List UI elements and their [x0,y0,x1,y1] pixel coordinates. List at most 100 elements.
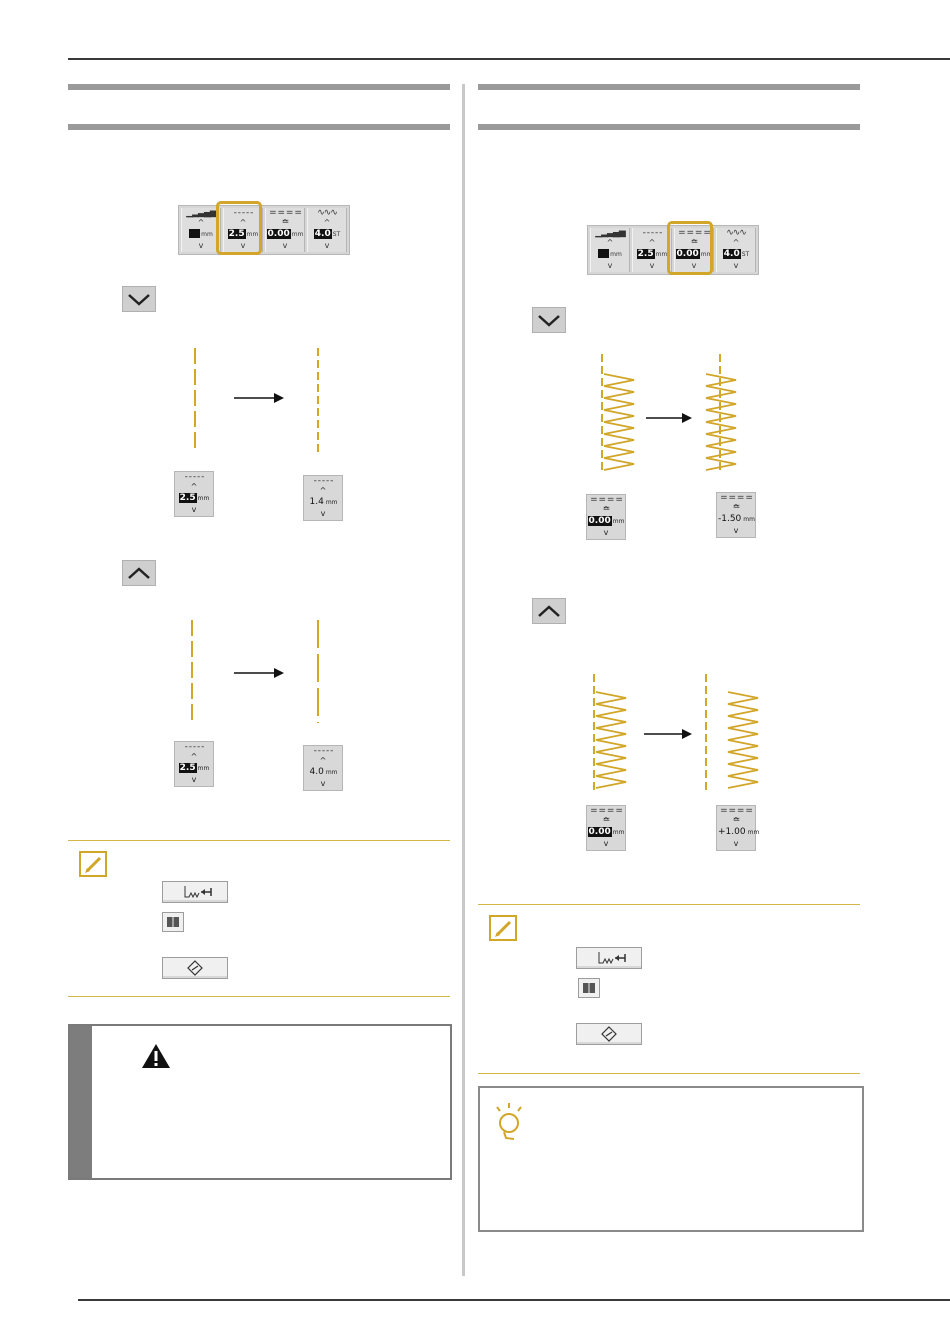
reverse-stitch-icon [598,952,626,965]
chevron-up-icon [128,567,150,579]
caution-box [68,1024,452,1180]
chevron-up-icon [538,605,560,617]
chevron-up-icon[interactable]: ^ [323,218,331,227]
length-value: 2.5 [227,229,246,239]
longer-stitch-illustration [191,620,319,723]
chevron-down-icon: v [733,526,739,535]
tension-value-right: 4.0 [722,249,741,259]
position-value: 0.00 [266,229,291,239]
note-box [478,1086,864,1232]
decrease-length-button[interactable] [122,286,156,312]
chevron-up-icon[interactable]: ^ [239,218,247,227]
reverse-stitch-key-button[interactable] [162,881,228,903]
chevron-up-icon: ^ [732,816,740,825]
chevron-down-icon[interactable]: v [607,261,613,270]
manual-book-icon [162,912,184,932]
chevron-up-icon[interactable]: ^ [648,238,656,247]
chevron-down-icon[interactable]: v [282,241,288,250]
length-highlight [216,201,262,255]
reverse-stitch-key-button-right[interactable] [576,947,642,969]
chevron-up-icon: ^ [602,505,610,514]
chevron-up-icon[interactable]: ^ [690,238,698,247]
chevron-down-icon[interactable]: v [324,241,330,250]
reset-key-button[interactable] [162,957,228,979]
chevron-down-icon: v [191,505,197,514]
top-rule [68,58,950,60]
memo-rule-bottom-right [478,1073,860,1074]
chevron-down-icon [538,315,560,327]
increase-length-button[interactable] [122,560,156,586]
zigzag-left-illustration [601,354,737,474]
setting-cell-width-right[interactable]: ▁▂▃▄▅ ^ mm v [590,228,630,272]
chevron-down-icon: v [191,775,197,784]
move-left-button[interactable] [532,307,566,333]
chevron-down-icon: v [733,839,739,848]
position-highlight [667,221,713,275]
column-divider [462,84,465,1276]
manual-book-icon [578,978,600,998]
move-right-button[interactable] [532,598,566,624]
bottom-rule [78,1299,950,1301]
reset-icon [187,960,203,976]
chevron-up-icon[interactable]: ^ [281,218,289,227]
reset-key-button-right[interactable] [576,1023,642,1045]
setting-cell-width[interactable]: ▁▂▃▄▅ ^ mm v [181,208,221,252]
shorter-stitch-illustration [194,348,319,452]
width-value [189,229,201,238]
right-heading-bar-bottom [478,124,860,130]
chevron-up-icon: ^ [190,482,198,491]
chevron-down-icon [128,294,150,306]
chevron-down-icon[interactable]: v [691,261,697,270]
warning-triangle-icon [142,1044,170,1068]
chevron-down-icon[interactable]: v [198,241,204,250]
position-value-right: 0.00 [675,249,700,259]
chevron-down-icon: v [603,528,609,537]
chevron-down-icon[interactable]: v [240,241,246,250]
chevron-down-icon[interactable]: v [649,261,655,270]
pencil-memo-icon [79,851,107,877]
chevron-up-icon: ^ [190,752,198,761]
memo-rule-top-right [478,904,860,905]
reverse-stitch-icon [184,886,212,899]
chevron-down-icon: v [320,509,326,518]
chevron-up-icon: ^ [732,503,740,512]
memo-rule-top [68,840,450,841]
left-heading-bar-bottom [68,124,450,130]
chevron-up-icon[interactable]: ^ [732,238,740,247]
zigzag-right-illustration [593,674,759,792]
left-heading-bar-top [68,84,450,90]
pencil-memo-icon [489,915,517,941]
reset-icon [601,1026,617,1042]
memo-rule-bottom [68,996,450,997]
chevron-up-icon: ^ [602,816,610,825]
chevron-down-icon: v [320,779,326,788]
chevron-up-icon: ^ [319,486,327,495]
chevron-down-icon: v [603,839,609,848]
chevron-up-icon[interactable]: ^ [197,218,205,227]
tension-value: 4.0 [313,229,332,239]
chevron-down-icon[interactable]: v [733,261,739,270]
length-value-right: 2.5 [636,249,655,259]
lightbulb-icon [496,1103,522,1140]
chevron-up-icon: ^ [319,756,327,765]
width-value-right [598,249,610,258]
chevron-up-icon[interactable]: ^ [606,238,614,247]
right-heading-bar-top [478,84,860,90]
caution-stripe [70,1026,92,1178]
